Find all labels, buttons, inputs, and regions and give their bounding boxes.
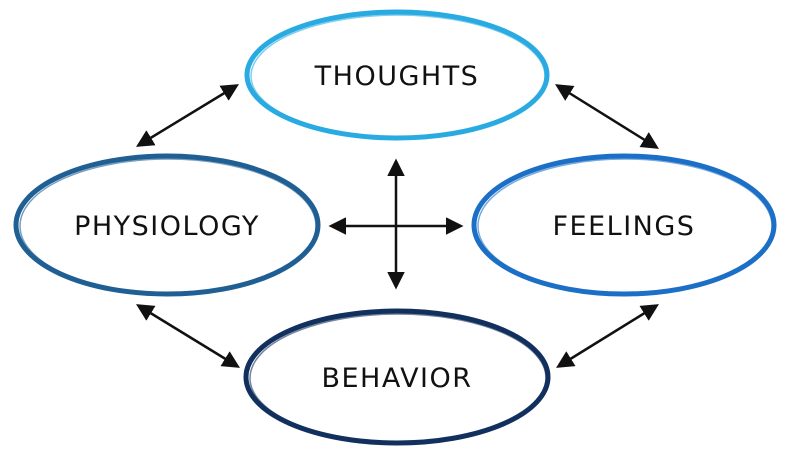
feelings-label: FEELINGS xyxy=(553,211,696,242)
edge-feelings-behavior xyxy=(556,304,659,368)
edges xyxy=(136,84,659,368)
node-physiology: PHYSIOLOGY xyxy=(13,153,321,297)
node-behavior: BEHAVIOR xyxy=(243,308,551,446)
thoughts-ellipse xyxy=(244,9,550,141)
physiology-ellipse-sketch xyxy=(19,158,317,294)
thoughts-label: THOUGHTS xyxy=(314,61,480,92)
behavior-ellipse-sketch xyxy=(249,313,547,443)
edge-thoughts-physiology xyxy=(136,84,239,147)
behavior-ellipse xyxy=(243,308,551,446)
physiology-ellipse xyxy=(13,153,321,297)
physiology-label: PHYSIOLOGY xyxy=(74,211,260,242)
thoughts-ellipse-sketch xyxy=(250,14,546,138)
feelings-ellipse xyxy=(471,153,777,297)
edge-physiology-behavior xyxy=(136,304,240,368)
node-feelings: FEELINGS xyxy=(471,153,777,297)
node-thoughts: THOUGHTS xyxy=(244,9,550,141)
edge-thoughts-feelings xyxy=(555,84,659,149)
feelings-ellipse-sketch xyxy=(477,158,773,294)
behavior-label: BEHAVIOR xyxy=(321,363,472,394)
